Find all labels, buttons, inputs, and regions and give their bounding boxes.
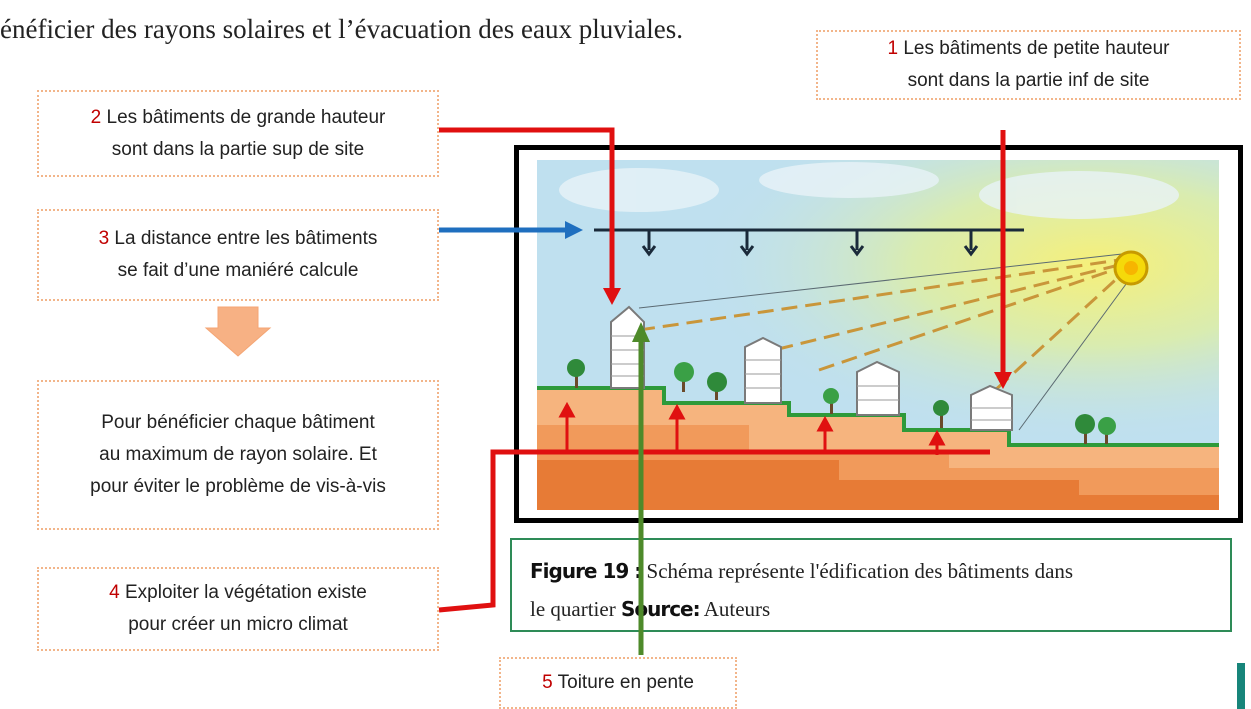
spacing-bar [594, 228, 1024, 257]
earth-layer-bottom [537, 460, 1219, 510]
arrow-note-4 [438, 449, 990, 613]
building-low [856, 360, 900, 416]
diagram-frame [514, 145, 1243, 523]
arrow-head [603, 288, 621, 305]
arrow-head [994, 372, 1012, 389]
note-number: 3 [98, 228, 110, 249]
tree-icon [1075, 414, 1095, 444]
caption-text: Schéma représente l'édification des bâti… [641, 559, 1074, 583]
note-line: Les bâtiments de grande hauteur [106, 106, 386, 128]
tree-icon [674, 362, 694, 392]
ground-arrows [558, 401, 946, 455]
note-3-building-distance: 3 La distance entre les bâtiments se fai… [37, 209, 439, 301]
note-2-tall-buildings: 2 Les bâtiments de grande hauteur sont d… [37, 90, 439, 177]
tree-icon [1098, 417, 1116, 444]
arrow-note-2 [439, 127, 615, 290]
page-accent-bar [1237, 663, 1245, 709]
note-line: sont dans la partie inf de site [907, 70, 1150, 91]
note-line: Toiture en pente [557, 672, 694, 693]
arrow-head [565, 221, 583, 239]
note-4-vegetation: 4 Exploiter la végétation existe pour cr… [37, 567, 439, 651]
note-line: Pour bénéficier chaque bâtiment [101, 412, 375, 433]
site-section-illustration [537, 160, 1219, 510]
clouds [559, 162, 1179, 219]
source-value: Auteurs [699, 597, 771, 621]
arrow-head [632, 322, 650, 342]
note-line: Exploiter la végétation existe [124, 582, 367, 603]
tree-icon [707, 372, 727, 400]
note-number: 1 [887, 38, 899, 59]
note-number: 4 [109, 582, 120, 603]
sun-rays-thin [638, 253, 1130, 431]
note-line: se fait d’une maniéré calcule [117, 260, 359, 281]
note-line: sont dans la partie sup de site [111, 138, 365, 160]
note-line: Les bâtiments de petite hauteur [903, 38, 1170, 59]
sun-icon [1113, 250, 1149, 286]
building-medium [744, 336, 782, 404]
figure-caption: Figure 19 : Schéma représente l'édificat… [510, 538, 1232, 632]
intro-text: énéficier des rayons solaires et l’évacu… [0, 14, 683, 44]
note-5-sloped-roof: 5 Toiture en pente [499, 657, 737, 709]
source-label: Source: [620, 597, 701, 621]
down-arrow-icon [204, 306, 272, 357]
note-result: Pour bénéficier chaque bâtiment au maxim… [37, 380, 439, 530]
note-number: 5 [542, 672, 553, 693]
tree-icon [567, 359, 585, 388]
note-number: 2 [90, 106, 102, 128]
note-1-low-buildings: 1 Les bâtiments de petite hauteur sont d… [816, 30, 1241, 100]
note-line: pour créer un micro climat [128, 614, 348, 635]
note-line: pour éviter le problème de vis-à-vis [90, 476, 386, 497]
trees [567, 359, 1116, 444]
caption-text-2: le quartier [530, 597, 621, 621]
tree-icon [933, 400, 949, 428]
note-line: au maximum de rayon solaire. Et [99, 444, 377, 465]
note-line: La distance entre les bâtiments [114, 228, 378, 249]
tree-icon [823, 388, 839, 414]
ground-line [537, 386, 1219, 447]
figure-label: Figure 19 : [530, 559, 642, 583]
